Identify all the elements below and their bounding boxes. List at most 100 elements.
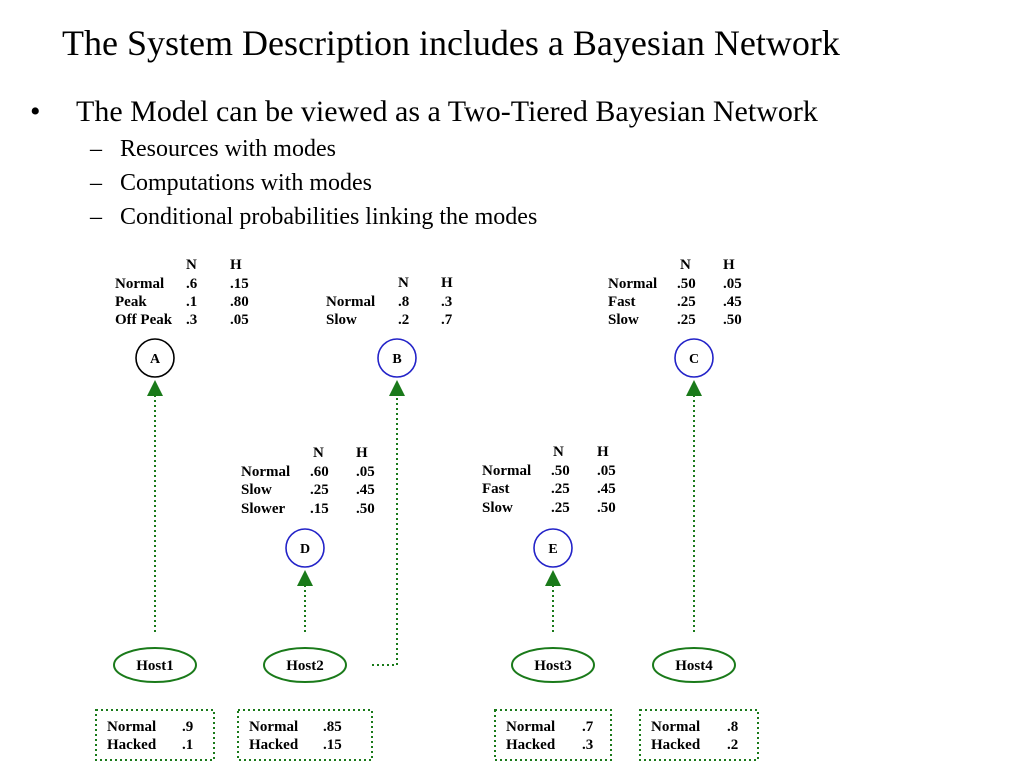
cpt-a-col-n: N xyxy=(186,257,197,273)
cpt-a-row-mode: Normal xyxy=(115,276,164,292)
cpt-b-col-n: N xyxy=(398,275,409,291)
node-e: E xyxy=(533,528,573,568)
host4-prior-value: .2 xyxy=(727,737,738,753)
host4-prior-box: Normal .8 Hacked .2 xyxy=(639,709,759,761)
host2-label: Host2 xyxy=(286,658,324,674)
host4-prior-value: .8 xyxy=(727,719,738,735)
node-a-label: A xyxy=(150,352,161,367)
cpt-c-row-h: .45 xyxy=(723,294,742,310)
cpt-a: N H Normal .6 .15 Peak .1 .80 Off Peak .… xyxy=(115,257,249,328)
host4-ellipse xyxy=(652,647,736,683)
cpt-e-row-n: .25 xyxy=(551,500,570,516)
host3-prior-mode: Normal xyxy=(506,719,555,735)
edge-host2-to-b xyxy=(372,380,405,666)
cpt-a-row-n: .3 xyxy=(186,312,197,328)
host4-prior-mode: Hacked xyxy=(651,737,701,753)
node-a: A xyxy=(135,338,175,378)
slide-title: The System Description includes a Bayesi… xyxy=(62,23,840,63)
cpt-e-col-n: N xyxy=(553,444,564,460)
host2-prior-mode: Hacked xyxy=(249,737,299,753)
host-node-2: Host2 xyxy=(263,647,347,683)
host2-prior-mode: Normal xyxy=(249,719,298,735)
cpt-b-row-h: .3 xyxy=(441,294,452,310)
node-e-label: E xyxy=(548,542,557,557)
cpt-e-row-h: .50 xyxy=(597,500,616,516)
sub-bullet-text: Computations with modes xyxy=(120,170,372,196)
host1-prior-value: .1 xyxy=(182,737,193,753)
cpt-c-row-h: .50 xyxy=(723,312,742,328)
cpt-d-col-h: H xyxy=(356,445,368,461)
sub-bullet-mark: – xyxy=(90,136,102,162)
cpt-a-row-n: .6 xyxy=(186,276,198,292)
cpt-a-row-h: .15 xyxy=(230,276,249,292)
host1-label: Host1 xyxy=(136,658,174,674)
cpt-d-row-n: .15 xyxy=(310,501,329,517)
node-c: C xyxy=(674,338,714,378)
cpt-b-row-mode: Slow xyxy=(326,312,357,328)
node-e-circle xyxy=(533,528,573,568)
cpt-c-row-n: .25 xyxy=(677,294,696,310)
cpt-e-row-mode: Normal xyxy=(482,463,531,479)
host3-prior-value: .7 xyxy=(582,719,594,735)
cpt-a-row-h: .05 xyxy=(230,312,249,328)
sub-bullet-text: Resources with modes xyxy=(120,136,336,162)
host4-prior-mode: Normal xyxy=(651,719,700,735)
host2-prior-value: .15 xyxy=(323,737,342,753)
cpt-b-row-h: .7 xyxy=(441,312,453,328)
cpt-d-row-h: .50 xyxy=(356,501,375,517)
host1-prior-box: Normal .9 Hacked .1 xyxy=(95,709,215,761)
host3-ellipse xyxy=(511,647,595,683)
node-c-label: C xyxy=(689,352,699,367)
node-d-label: D xyxy=(300,542,310,557)
host2-prior-box: Normal .85 Hacked .15 xyxy=(237,709,373,761)
host2-prior-frame xyxy=(237,709,373,761)
cpt-e-row-mode: Fast xyxy=(482,481,510,497)
node-c-circle xyxy=(674,338,714,378)
cpt-d-row-n: .25 xyxy=(310,482,329,498)
host3-prior-value: .3 xyxy=(582,737,593,753)
cpt-b-col-h: H xyxy=(441,275,453,291)
node-d: D xyxy=(285,528,325,568)
host1-prior-frame xyxy=(95,709,215,761)
node-b-circle xyxy=(377,338,417,378)
host3-prior-box: Normal .7 Hacked .3 xyxy=(494,709,612,761)
host2-prior-value: .85 xyxy=(323,719,342,735)
cpt-d-row-h: .45 xyxy=(356,482,375,498)
edges xyxy=(147,380,702,666)
host2-ellipse xyxy=(263,647,347,683)
cpt-c-col-n: N xyxy=(680,257,691,273)
cpt-d-col-n: N xyxy=(313,445,324,461)
host4-prior-frame xyxy=(639,709,759,761)
cpt-e-row-mode: Slow xyxy=(482,500,513,516)
cpt-e-col-h: H xyxy=(597,444,609,460)
host-node-3: Host3 xyxy=(511,647,595,683)
bullet-text: The Model can be viewed as a Two-Tiered … xyxy=(76,95,818,128)
cpt-a-row-h: .80 xyxy=(230,294,249,310)
cpt-c-row-mode: Slow xyxy=(608,312,639,328)
cpt-c: N H Normal .50 .05 Fast .25 .45 Slow .25… xyxy=(608,257,742,328)
host1-prior-value: .9 xyxy=(182,719,193,735)
cpt-d-row-mode: Slow xyxy=(241,482,272,498)
cpt-c-row-mode: Normal xyxy=(608,276,657,292)
host4-label: Host4 xyxy=(675,658,713,674)
cpt-b-row-n: .2 xyxy=(398,312,409,328)
cpt-d-row-mode: Slower xyxy=(241,501,286,517)
node-a-circle xyxy=(135,338,175,378)
cpt-d-row-h: .05 xyxy=(356,464,375,480)
cpt-d-row-n: .60 xyxy=(310,464,329,480)
cpt-d-row-mode: Normal xyxy=(241,464,290,480)
node-b-label: B xyxy=(392,352,401,367)
cpt-a-col-h: H xyxy=(230,257,242,273)
cpt-a-row-mode: Peak xyxy=(115,294,147,310)
host3-prior-mode: Hacked xyxy=(506,737,556,753)
cpt-b-row-n: .8 xyxy=(398,294,409,310)
cpt-b-row-mode: Normal xyxy=(326,294,375,310)
cpt-c-row-mode: Fast xyxy=(608,294,636,310)
cpt-c-row-n: .50 xyxy=(677,276,696,292)
cpt-d: N H Normal .60 .05 Slow .25 .45 Slower .… xyxy=(241,445,375,517)
cpt-e-row-h: .05 xyxy=(597,463,616,479)
host3-prior-frame xyxy=(494,709,612,761)
cpt-e-row-n: .50 xyxy=(551,463,570,479)
